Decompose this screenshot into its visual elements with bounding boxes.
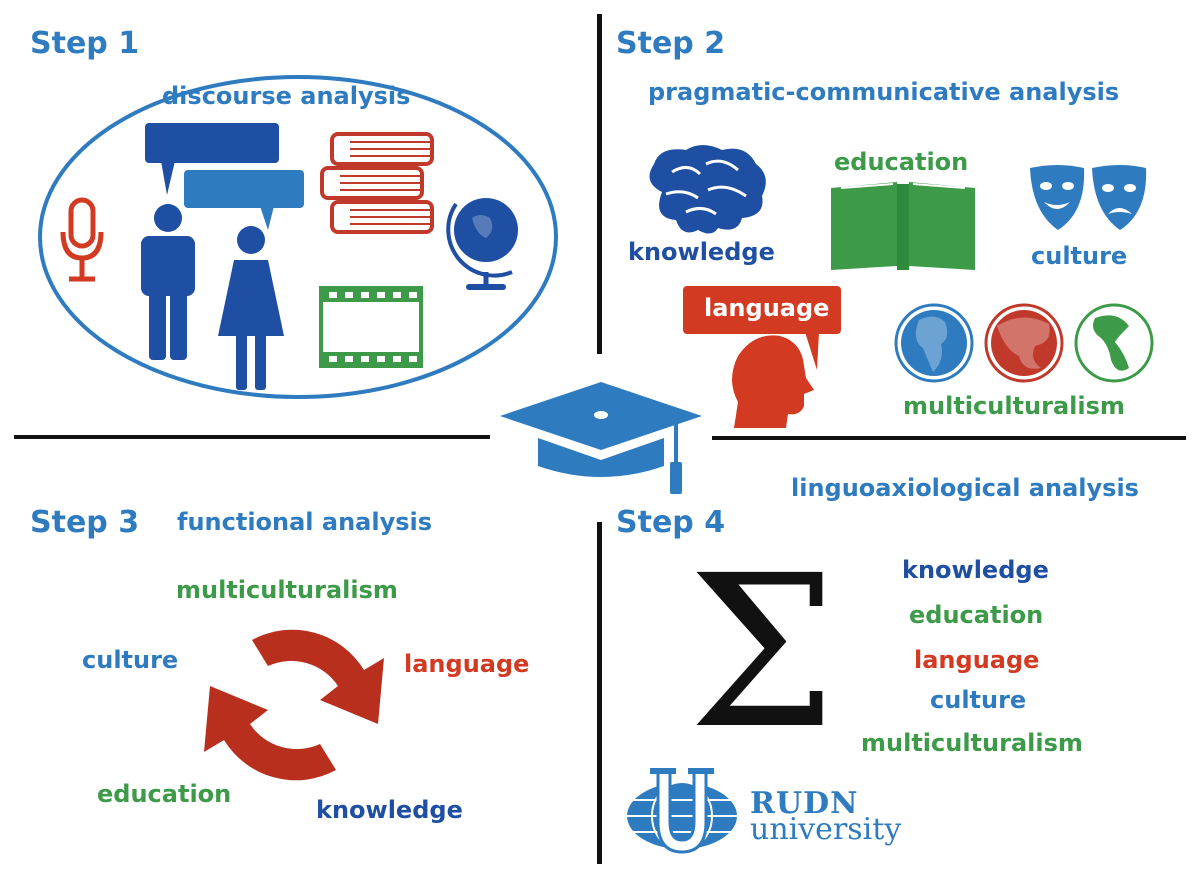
cycle-arrows-icon — [204, 629, 384, 781]
divider-vertical-bottom — [597, 522, 602, 864]
head-icon — [732, 335, 814, 428]
step2-language: language — [704, 294, 830, 322]
step4-list-item-multiculturalism: multiculturalism — [861, 729, 1083, 757]
step3-title: functional analysis — [177, 508, 433, 536]
microphone-icon — [60, 197, 104, 282]
divider-horizontal-right — [712, 436, 1186, 440]
step3-education: education — [97, 780, 232, 808]
step2-culture: culture — [1031, 242, 1128, 270]
step3-language: language — [404, 650, 530, 678]
theatre-masks-icon — [1030, 165, 1147, 230]
step3-multiculturalism: multiculturalism — [176, 576, 398, 604]
logo-line2: university — [750, 812, 902, 847]
globe-icon — [446, 198, 518, 290]
step2-multiculturalism: multiculturalism — [903, 392, 1125, 420]
step2-knowledge: knowledge — [628, 238, 775, 266]
logo-line1: RUDN — [750, 786, 859, 821]
step4-list-item-language: language — [914, 646, 1040, 674]
step3-culture: culture — [82, 646, 179, 674]
step4-title: linguoaxiological analysis — [791, 474, 1139, 502]
step4-list-item-knowledge: knowledge — [902, 556, 1049, 584]
language-bubble-icon — [683, 286, 841, 370]
step4-list-item-education: education — [909, 601, 1044, 629]
earth-globe-icon-3 — [1074, 303, 1154, 383]
step4-list-item-culture: culture — [930, 686, 1027, 714]
step1-title: discourse analysis — [162, 82, 411, 110]
step2-label: Step 2 — [616, 26, 726, 61]
earth-globe-icon-2 — [984, 303, 1064, 383]
sigma-symbol: Σ — [688, 530, 837, 775]
rudn-logo-icon — [625, 768, 739, 854]
film-strip-icon — [319, 286, 423, 368]
speech-bubble-icon-2 — [184, 170, 304, 230]
man-icon — [141, 204, 195, 360]
step1-ellipse — [38, 75, 558, 399]
graduation-cap-icon — [500, 382, 702, 494]
step3-knowledge: knowledge — [316, 796, 463, 824]
divider-vertical-top — [597, 14, 602, 354]
brain-icon — [649, 145, 766, 234]
divider-horizontal-left — [14, 435, 490, 439]
step1-label: Step 1 — [30, 26, 140, 61]
step3-label: Step 3 — [30, 505, 140, 540]
books-icon — [320, 132, 434, 234]
step2-title: pragmatic-communicative analysis — [648, 78, 1120, 106]
woman-icon — [218, 226, 284, 390]
earth-globe-icon — [894, 303, 974, 383]
speech-bubble-icon — [145, 123, 279, 195]
step2-education: education — [834, 148, 969, 176]
step4-label: Step 4 — [616, 505, 726, 540]
open-book-icon — [831, 182, 975, 270]
